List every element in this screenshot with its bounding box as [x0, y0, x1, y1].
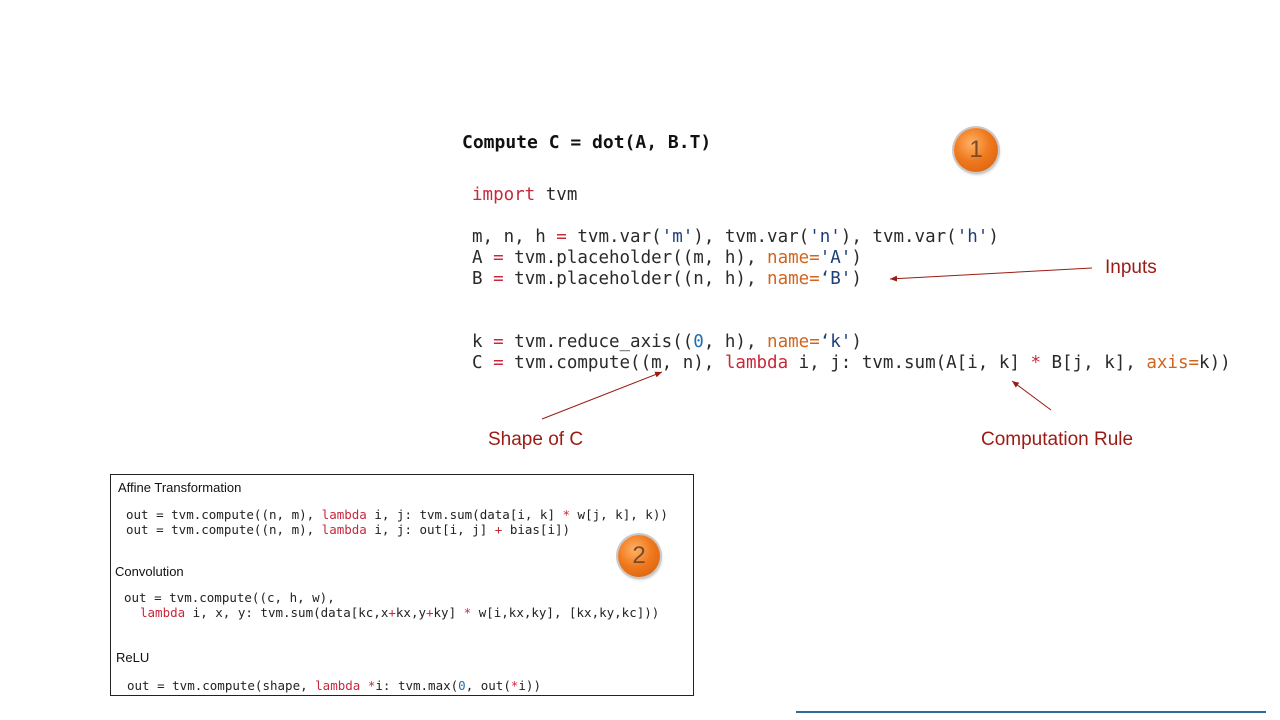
step-badge-1: 1 — [954, 128, 998, 172]
computation-rule-label: Computation Rule — [981, 429, 1134, 450]
code-line-placeholder-a: A = tvm.placeholder((m, h), name='A') — [472, 248, 862, 268]
conv-line-2: lambda i, x, y: tvm.sum(data[kc,x+kx,y+k… — [140, 605, 660, 620]
code-line-import: import tvm — [472, 185, 578, 205]
step-badge-2: 2 — [618, 535, 660, 577]
code-line-vars: m, n, h = tvm.var('m'), tvm.var('n'), tv… — [472, 227, 999, 247]
page-title: Compute C = dot(A, B.T) — [462, 132, 712, 153]
code-line-compute: C = tvm.compute((m, n), lambda i, j: tvm… — [472, 353, 1231, 373]
relu-title: ReLU — [116, 650, 150, 665]
rule-arrow — [1011, 380, 1052, 411]
affine-line-2: out = tvm.compute((n, m), lambda i, j: o… — [126, 522, 571, 537]
inputs-arrow — [889, 267, 1093, 282]
inputs-label: Inputs — [1105, 257, 1157, 278]
examples-panel: Affine Transformation out = tvm.compute(… — [110, 474, 694, 696]
shape-arrow — [541, 371, 663, 420]
conv-line-1: out = tvm.compute((c, h, w), — [124, 590, 335, 605]
convolution-title: Convolution — [115, 564, 184, 579]
affine-title: Affine Transformation — [118, 480, 242, 495]
relu-line-1: out = tvm.compute(shape, lambda *i: tvm.… — [127, 678, 541, 693]
affine-line-1: out = tvm.compute((n, m), lambda i, j: t… — [126, 507, 668, 522]
shape-of-c-label: Shape of C — [488, 429, 584, 450]
code-line-placeholder-b: B = tvm.placeholder((n, h), name=‘B') — [472, 269, 862, 289]
footer-divider — [796, 711, 1266, 713]
code-line-reduce-axis: k = tvm.reduce_axis((0, h), name=‘k') — [472, 332, 862, 352]
